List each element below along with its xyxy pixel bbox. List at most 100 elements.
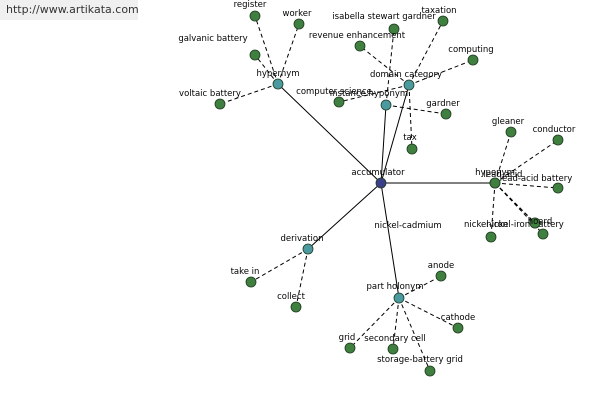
node-label-taxation: taxation <box>421 6 456 16</box>
node-voltaic-battery[interactable]: voltaic battery <box>179 89 241 110</box>
node-marker-lead-acid-1[interactable] <box>489 177 501 189</box>
node-computing[interactable]: computing <box>448 45 494 66</box>
node-marker-hypernym-1[interactable] <box>272 78 284 90</box>
node-taxation[interactable]: taxation <box>421 6 457 27</box>
node-isabella-stewart-gardner[interactable]: isabella stewart gardner <box>332 12 436 35</box>
node-label-cathode: cathode <box>441 313 475 323</box>
edge-hypernym-1-to-register <box>254 15 279 85</box>
node-label-hoard: hoard <box>528 217 553 227</box>
edge-part-holonym-to-anode <box>398 275 442 299</box>
node-gardner[interactable]: gardner <box>426 99 460 120</box>
edge-domain-category-to-taxation <box>408 20 444 86</box>
node-computer-science[interactable]: computer science <box>296 87 372 108</box>
edge-part-holonym-to-grid <box>349 297 400 349</box>
node-hypernym-1[interactable]: hypernym <box>256 69 300 90</box>
node-label-accumulator: accumulator <box>351 168 405 178</box>
node-storage-battery-grid[interactable]: storage-battery grid <box>377 355 463 377</box>
node-secondary-cell[interactable]: secondary cell <box>364 334 426 355</box>
node-marker-isabella-stewart-gardner[interactable] <box>388 23 400 35</box>
node-lead-acid-1[interactable]: lead-acid <box>484 170 523 189</box>
node-part-holonym[interactable]: part holonym <box>367 282 424 304</box>
node-marker-gardner[interactable] <box>440 108 452 120</box>
edge-hyponym-2-to-nickel-cadmium <box>490 182 496 238</box>
node-marker-nickel-cadmium[interactable] <box>485 231 497 243</box>
edge-part-holonym-to-secondary-cell <box>392 297 400 350</box>
node-lead-acid-battery[interactable]: lead-acid battery <box>500 174 573 194</box>
node-label-isabella-stewart-gardner: isabella stewart gardner <box>332 12 436 22</box>
node-marker-instance-hyponym[interactable] <box>380 99 392 111</box>
edge-domain-category-to-computer-science <box>338 84 410 103</box>
node-worker[interactable]: worker <box>283 9 312 30</box>
node-instance-hyponym[interactable]: instance hyponym <box>330 89 408 111</box>
node-marker-computing[interactable] <box>467 54 479 66</box>
edge-domain-category-to-tax <box>408 84 413 150</box>
edge-part-holonym-to-storage-battery-grid <box>398 297 431 372</box>
node-label-nickel-iron: nickel-iron <box>464 220 508 230</box>
edge-domain-category-to-computing <box>408 59 474 86</box>
node-nickel-cadmium[interactable]: nickel-cadmium <box>374 221 497 243</box>
node-marker-voltaic-battery[interactable] <box>214 98 226 110</box>
node-marker-computer-science[interactable] <box>333 96 345 108</box>
node-domain-category[interactable]: domain category <box>370 70 442 91</box>
node-marker-taxation[interactable] <box>437 15 449 27</box>
site-url-banner[interactable]: http://www.artikata.com <box>0 0 139 20</box>
node-conductor[interactable]: conductor <box>533 125 576 146</box>
node-galvanic-battery[interactable]: galvanic battery <box>178 34 261 61</box>
node-marker-conductor[interactable] <box>552 134 564 146</box>
node-revenue-enhancement[interactable]: revenue enhancement <box>309 31 406 52</box>
edge-accumulator-to-instance-hyponym <box>380 104 387 184</box>
node-label-lead-acid-battery: lead-acid battery <box>500 174 573 184</box>
node-label-domain-category: domain category <box>370 70 442 80</box>
node-marker-revenue-enhancement[interactable] <box>354 40 366 52</box>
node-label-part-holonym: part holonym <box>367 282 424 292</box>
node-label-collect: collect <box>277 292 305 302</box>
node-nickel-iron-battery[interactable]: nickel-iron battery <box>486 220 564 240</box>
node-marker-nickel-iron-battery[interactable] <box>537 228 549 240</box>
node-accumulator[interactable]: accumulator <box>351 168 405 189</box>
node-label-conductor: conductor <box>533 125 576 135</box>
node-label-computer-science: computer science <box>296 87 372 97</box>
node-marker-secondary-cell[interactable] <box>387 343 399 355</box>
node-marker-grid[interactable] <box>344 342 356 354</box>
node-marker-galvanic-battery[interactable] <box>249 49 261 61</box>
node-hoard[interactable]: hoard <box>528 217 553 229</box>
node-label-anode: anode <box>428 261 454 271</box>
node-marker-hoard[interactable] <box>529 217 541 229</box>
node-label-worker: worker <box>283 9 312 19</box>
node-gleaner[interactable]: gleaner <box>492 117 525 138</box>
node-marker-gleaner[interactable] <box>505 126 517 138</box>
node-tax[interactable]: tax <box>403 133 418 155</box>
edge-instance-hyponym-to-gardner <box>385 104 447 115</box>
node-marker-worker[interactable] <box>293 18 305 30</box>
node-derivation[interactable]: derivation <box>280 234 324 255</box>
graph-nodes: accumulator hypernym domain category instan… <box>178 0 576 377</box>
edge-instance-hyponym-to-isabella-stewart-gardner <box>385 28 395 106</box>
node-marker-anode[interactable] <box>435 270 447 282</box>
node-label-register: register <box>234 0 267 10</box>
node-label-voltaic-battery: voltaic battery <box>179 89 241 99</box>
node-collect[interactable]: collect <box>277 292 306 313</box>
node-marker-cathode[interactable] <box>452 322 464 334</box>
node-register[interactable]: register <box>234 0 267 22</box>
node-label-storage-battery-grid: storage-battery grid <box>377 355 463 365</box>
node-marker-collect[interactable] <box>290 301 302 313</box>
node-marker-register[interactable] <box>249 10 261 22</box>
node-grid[interactable]: grid <box>339 333 356 354</box>
node-label-secondary-cell: secondary cell <box>364 334 425 344</box>
node-marker-accumulator[interactable] <box>375 177 387 189</box>
node-marker-storage-battery-grid[interactable] <box>424 365 436 377</box>
node-marker-tax[interactable] <box>406 143 418 155</box>
edge-accumulator-to-hypernym-1 <box>277 83 382 184</box>
node-take-in[interactable]: take in <box>231 267 260 288</box>
node-label-revenue-enhancement: revenue enhancement <box>309 31 406 41</box>
edge-hyponym-2-to-gleaner <box>494 131 512 184</box>
node-cathode[interactable]: cathode <box>441 313 475 334</box>
node-marker-domain-category[interactable] <box>403 79 415 91</box>
node-label-computing: computing <box>448 45 493 55</box>
node-marker-take-in[interactable] <box>245 276 257 288</box>
node-marker-part-holonym[interactable] <box>393 292 405 304</box>
node-anode[interactable]: anode <box>428 261 454 282</box>
edge-accumulator-to-domain-category <box>380 84 410 184</box>
node-marker-derivation[interactable] <box>302 243 314 255</box>
node-marker-lead-acid-battery[interactable] <box>552 182 564 194</box>
